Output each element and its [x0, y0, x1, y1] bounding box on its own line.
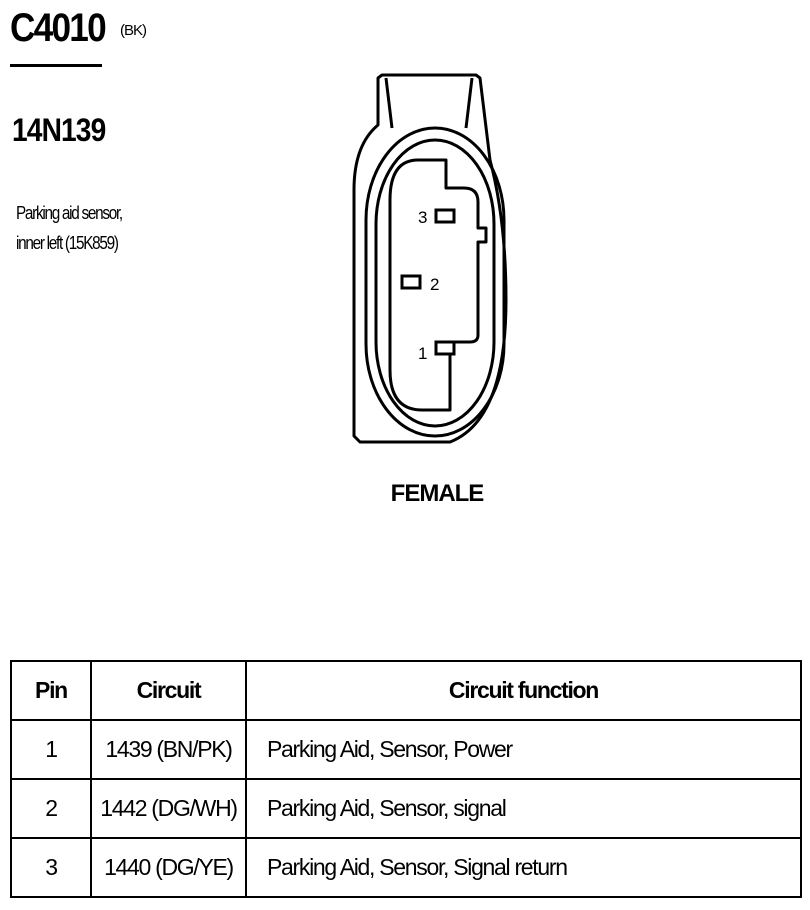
header-circuit: Circuit	[90, 660, 247, 721]
cell-pin: 1	[10, 719, 92, 780]
pin-3-terminal	[434, 208, 456, 224]
title-underline	[10, 64, 102, 67]
pin-2-label: 2	[430, 275, 439, 294]
cell-circuit-function: Parking Aid, Sensor, signal	[245, 778, 802, 839]
pin-2-terminal	[400, 274, 422, 290]
pin-1-label: 1	[418, 344, 427, 363]
connector-latch-tab	[384, 77, 474, 129]
cell-circuit: 1439 (BN/PK)	[90, 719, 247, 780]
gender-label: FEMALE	[390, 480, 485, 507]
cell-circuit-function: Parking Aid, Sensor, Signal return	[245, 837, 802, 898]
cell-pin: 2	[10, 778, 92, 839]
connector-id: C4010	[10, 6, 107, 50]
connector-face-keyed-outline	[388, 158, 488, 412]
component-description: Parking aid sensor, inner left (15K859)	[16, 198, 161, 258]
pin-table: Pin Circuit Circuit function 1 1439 (BN/…	[10, 660, 802, 898]
part-number: 14N139	[12, 112, 106, 148]
header-circuit-function: Circuit function	[245, 660, 802, 721]
pin-1-terminal	[434, 340, 456, 356]
connector-face-diagram: 3 2 1	[352, 73, 508, 444]
cell-circuit-function: Parking Aid, Sensor, Power	[245, 719, 802, 780]
connector-body-outline	[364, 126, 506, 438]
connector-body-inner-outline	[374, 138, 496, 428]
cell-circuit: 1440 (DG/YE)	[90, 837, 247, 898]
table-header-row: Pin Circuit Circuit function	[10, 660, 802, 721]
table-row: 1 1439 (BN/PK) Parking Aid, Sensor, Powe…	[10, 719, 802, 780]
connector-housing-outline	[352, 73, 508, 444]
connector-color: (BK)	[120, 22, 147, 39]
cell-circuit: 1442 (DG/WH)	[90, 778, 247, 839]
table-row: 3 1440 (DG/YE) Parking Aid, Sensor, Sign…	[10, 837, 802, 898]
description-line-2: inner left (15K859)	[16, 233, 119, 253]
pin-3-label: 3	[418, 208, 427, 227]
header-pin: Pin	[10, 660, 92, 721]
cell-pin: 3	[10, 837, 92, 898]
table-row: 2 1442 (DG/WH) Parking Aid, Sensor, sign…	[10, 778, 802, 839]
description-line-1: Parking aid sensor,	[16, 203, 123, 223]
